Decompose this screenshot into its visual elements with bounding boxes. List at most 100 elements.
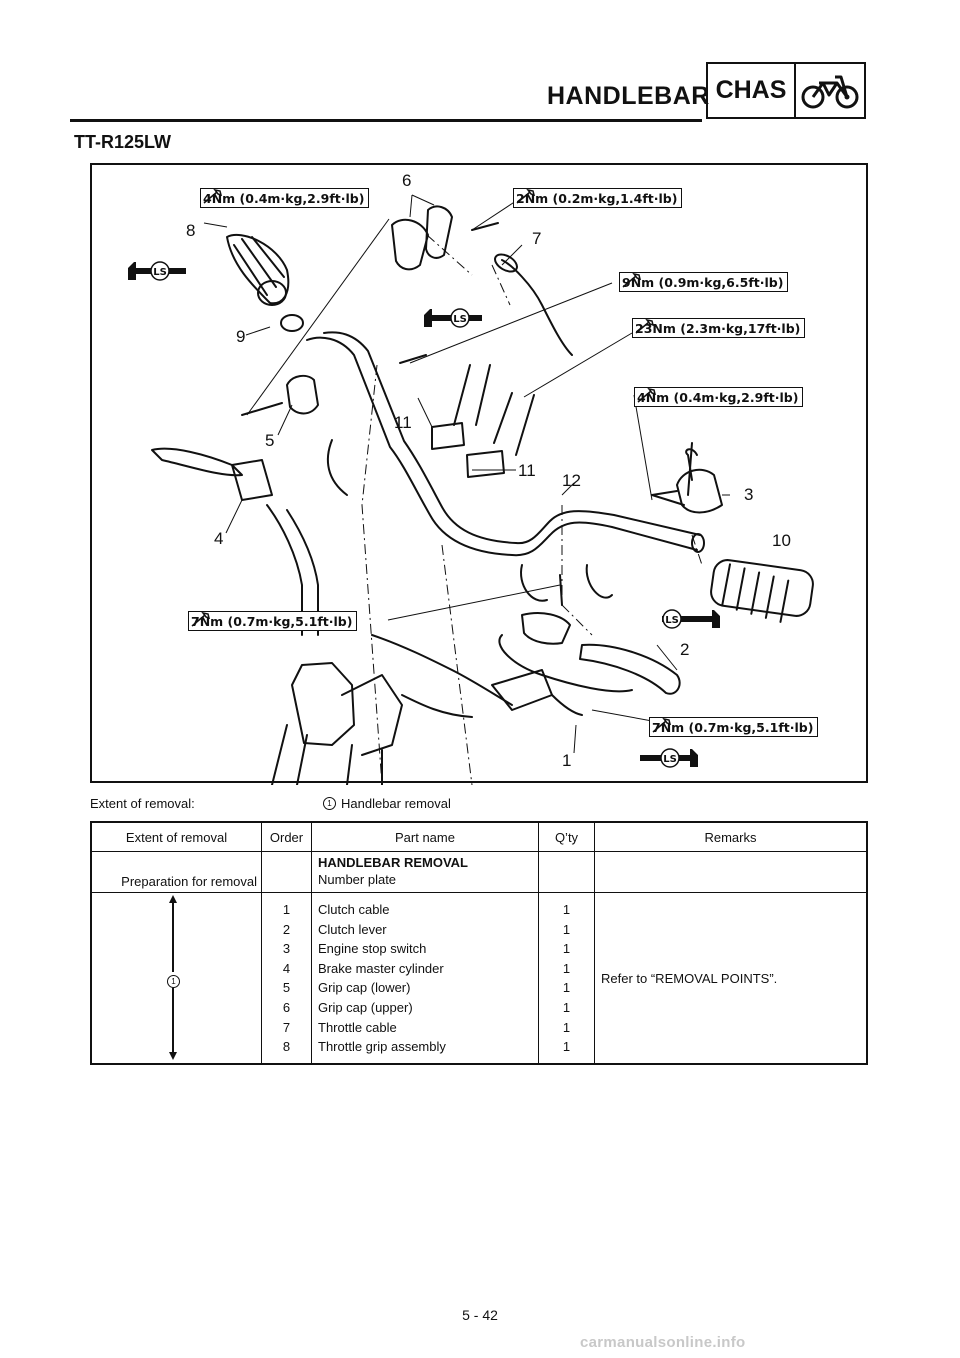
qty-cell: 1 bbox=[562, 999, 571, 1015]
grease-ls-icon: LS bbox=[424, 308, 482, 328]
torque-spec-master-cylinder-bolt: 9Nm (0.9m·kg,6.5ft·lb) bbox=[619, 272, 789, 292]
torque-value: 4Nm (0.4m·kg,2.9ft·lb) bbox=[203, 190, 365, 206]
torque-value: 7Nm (0.7m·kg,5.1ft·lb) bbox=[191, 613, 353, 629]
chapter-badge: CHAS bbox=[706, 62, 866, 119]
grease-label: LS bbox=[453, 314, 467, 325]
table-header-row: Extent of removal Order Part name Q’ty R… bbox=[92, 823, 866, 852]
prep-part: HANDLEBAR REMOVAL Number plate bbox=[312, 852, 539, 892]
torque-wrench-icon bbox=[622, 273, 642, 288]
torque-wrench-icon bbox=[203, 189, 223, 204]
arrow-up-icon bbox=[169, 895, 177, 903]
removal-table: Extent of removal Order Part name Q’ty R… bbox=[90, 821, 868, 1065]
qty-cell: 1 bbox=[562, 1019, 571, 1035]
callout-3: 3 bbox=[744, 485, 754, 504]
callout-1: 1 bbox=[562, 751, 572, 770]
torque-wrench-icon bbox=[635, 319, 655, 334]
range-mark: 1 bbox=[167, 972, 180, 988]
order-cell: 3 bbox=[282, 941, 291, 957]
callout-8: 8 bbox=[186, 221, 196, 240]
order-cell: 6 bbox=[282, 999, 291, 1015]
grease-label: LS bbox=[153, 267, 167, 278]
prep-order bbox=[262, 852, 312, 892]
circled-number-icon: 1 bbox=[323, 797, 336, 810]
table-row-preparation: Preparation for removal HANDLEBAR REMOVA… bbox=[92, 852, 866, 893]
torque-value: 2Nm (0.2m·kg,1.4ft·lb) bbox=[516, 190, 678, 206]
torque-spec-clutch-holder-bolt: 7Nm (0.7m·kg,5.1ft·lb) bbox=[188, 611, 358, 631]
exploded-diagram: 4Nm (0.4m·kg,2.9ft·lb) 2Nm (0.2m·kg,1.4f… bbox=[90, 163, 868, 785]
torque-wrench-icon bbox=[652, 718, 672, 733]
part-cell: Brake master cylinder bbox=[318, 960, 444, 976]
items-extent: 1 bbox=[92, 893, 262, 1063]
prep-title: HANDLEBAR REMOVAL bbox=[318, 855, 468, 870]
callout-11-upper: 11 bbox=[394, 413, 412, 432]
prep-qty bbox=[539, 852, 595, 892]
prep-remarks bbox=[595, 852, 866, 892]
part-cell: Grip cap (upper) bbox=[318, 999, 413, 1015]
callout-9: 9 bbox=[236, 327, 246, 346]
callout-11-lower: 11 bbox=[518, 461, 536, 480]
part-cell: Grip cap (lower) bbox=[318, 980, 411, 996]
extent-item: 1 Handlebar removal bbox=[323, 796, 451, 811]
torque-value: 4Nm (0.4m·kg,2.9ft·lb) bbox=[637, 389, 799, 405]
qty-cell: 1 bbox=[562, 902, 571, 917]
items-remarks: Refer to “REMOVAL POINTS”. bbox=[595, 893, 866, 1063]
torque-wrench-icon bbox=[191, 612, 211, 627]
header-qty: Q’ty bbox=[539, 823, 595, 851]
grease-ls-icon: LS bbox=[128, 261, 186, 281]
torque-wrench-icon bbox=[516, 189, 536, 204]
part-cell: Throttle cable bbox=[318, 1019, 397, 1035]
items-part: Clutch cable Clutch lever Engine stop sw… bbox=[312, 893, 539, 1063]
torque-value: 23Nm (2.3m·kg,17ft·lb) bbox=[635, 320, 801, 336]
chapter-code: CHAS bbox=[708, 64, 796, 117]
header-part-name: Part name bbox=[312, 823, 539, 851]
items-order: 1 2 3 4 5 6 7 8 bbox=[262, 893, 312, 1063]
qty-cell: 1 bbox=[562, 980, 571, 996]
order-cell: 1 bbox=[282, 902, 291, 917]
callout-6: 6 bbox=[402, 171, 412, 190]
callout-4: 4 bbox=[214, 529, 224, 548]
grease-ls-icon: LS bbox=[640, 748, 698, 768]
header-extent: Extent of removal bbox=[92, 823, 262, 851]
torque-spec-throttle-bolt: 2Nm (0.2m·kg,1.4ft·lb) bbox=[513, 188, 683, 208]
diagram-drawing bbox=[151, 194, 814, 785]
watermark: carmanualsonline.info bbox=[580, 1334, 746, 1351]
extent-label: Extent of removal: bbox=[90, 796, 195, 811]
torque-spec-stop-switch-bolt: 4Nm (0.4m·kg,2.9ft·lb) bbox=[634, 387, 804, 407]
callout-10: 10 bbox=[772, 531, 791, 550]
qty-cell: 1 bbox=[562, 960, 571, 976]
extent-item-text: Handlebar removal bbox=[341, 796, 451, 811]
part-cell: Clutch cable bbox=[318, 902, 390, 917]
callout-2: 2 bbox=[680, 640, 690, 659]
callout-12: 12 bbox=[562, 471, 581, 490]
order-cell: 4 bbox=[282, 960, 291, 976]
prep-extent: Preparation for removal bbox=[92, 852, 262, 892]
prep-part-name: Number plate bbox=[318, 872, 397, 887]
callout-7: 7 bbox=[532, 229, 542, 248]
circled-number-icon: 1 bbox=[167, 975, 180, 988]
arrow-down-icon bbox=[169, 1052, 177, 1060]
torque-value: 7Nm (0.7m·kg,5.1ft·lb) bbox=[652, 719, 814, 735]
torque-wrench-icon bbox=[637, 388, 657, 403]
header-remarks: Remarks bbox=[704, 829, 757, 845]
motorcycle-icon bbox=[796, 64, 864, 117]
part-cell: Clutch lever bbox=[318, 921, 387, 937]
prep-extent-text: Preparation for removal bbox=[121, 874, 257, 889]
order-cell: 5 bbox=[282, 980, 291, 996]
order-cell: 7 bbox=[282, 1019, 291, 1035]
page-number: 5 - 42 bbox=[462, 1307, 498, 1323]
qty-cell: 1 bbox=[562, 941, 571, 957]
order-cell: 8 bbox=[282, 1039, 291, 1055]
header-rule bbox=[70, 119, 702, 122]
torque-value: 9Nm (0.9m·kg,6.5ft·lb) bbox=[622, 274, 784, 290]
items-qty: 1 1 1 1 1 1 1 1 bbox=[539, 893, 595, 1063]
part-cell: Engine stop switch bbox=[318, 941, 427, 957]
grease-label: LS bbox=[663, 754, 677, 765]
grease-ls-icon: LS bbox=[662, 609, 720, 629]
order-cell: 2 bbox=[282, 921, 291, 937]
remark-text: Refer to “REMOVAL POINTS”. bbox=[601, 970, 778, 986]
grease-label: LS bbox=[665, 615, 679, 626]
model-heading: TT-R125LW bbox=[74, 132, 172, 152]
qty-cell: 1 bbox=[562, 921, 571, 937]
torque-spec-grip-cap-bolt: 4Nm (0.4m·kg,2.9ft·lb) bbox=[200, 188, 370, 208]
callout-5: 5 bbox=[265, 431, 275, 450]
